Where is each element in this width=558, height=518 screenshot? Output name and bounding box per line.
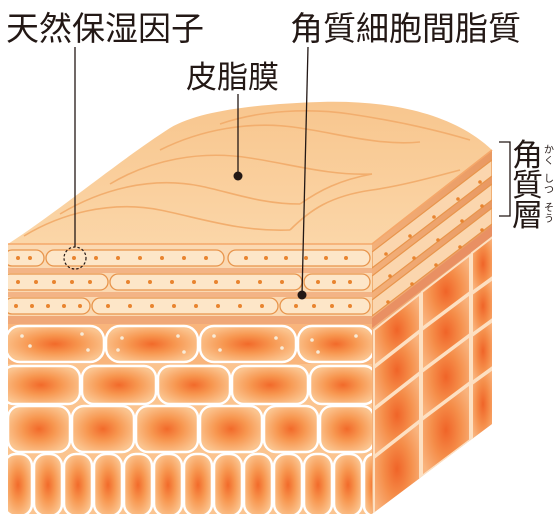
basal-layer-front [4, 454, 384, 516]
ruby-ku: く [544, 156, 554, 167]
ruby-shi: し [544, 173, 554, 185]
ruby-so: そ [544, 202, 554, 214]
label-stratum-corneum-char-3: 層 [512, 198, 543, 234]
corneum-bracket [499, 142, 510, 216]
corneum-front [2, 244, 372, 324]
ruby-ka: か [544, 144, 554, 156]
label-sebum-film: 皮脂膜 [186, 60, 279, 96]
lipid-marker-dot [298, 291, 307, 300]
granular-layer-front [6, 324, 374, 364]
label-intercellular-lipid: 角質細胞間脂質 [290, 9, 521, 48]
label-natural-moisturizing-factor: 天然保湿因子 [6, 9, 204, 48]
ruby-tsu: つ [544, 185, 554, 196]
ruby-u: う [544, 213, 554, 225]
sebum-marker-dot [234, 172, 243, 181]
